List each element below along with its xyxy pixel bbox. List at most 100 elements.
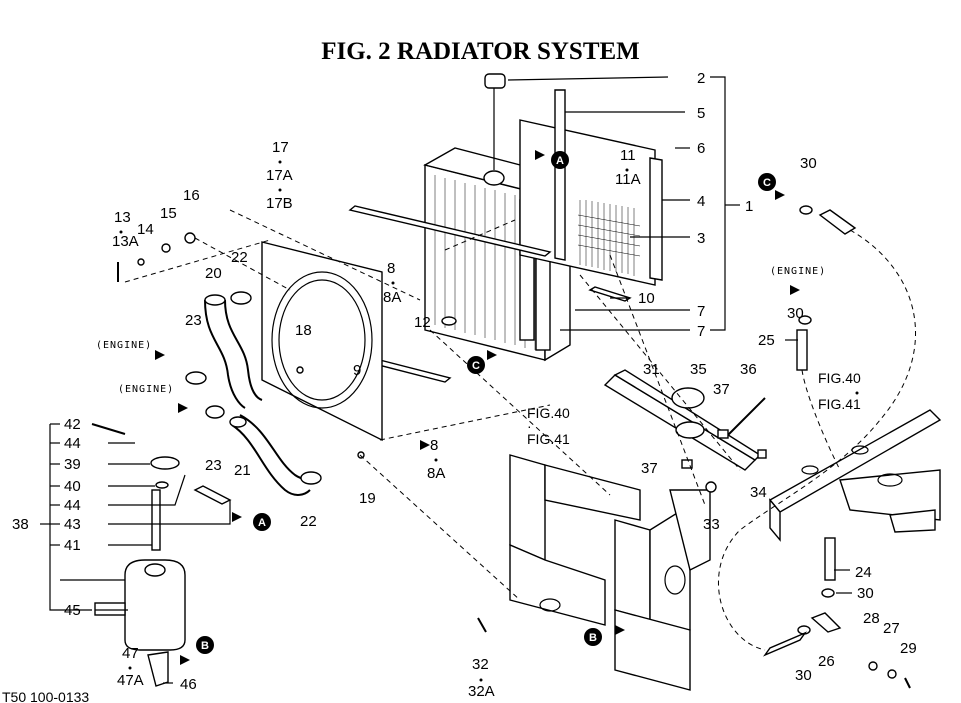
fig-ref-41-center: FIG.41 xyxy=(527,431,570,447)
callout-3: 3 xyxy=(697,230,705,247)
hose-clamps xyxy=(185,205,835,635)
callout-37-bottom: 37 xyxy=(641,460,658,477)
upper-hose xyxy=(204,294,263,409)
figure-title: FIG. 2 RADIATOR SYSTEM xyxy=(321,38,640,65)
radiator-cap xyxy=(483,73,506,186)
callout-8a-top: 8A xyxy=(383,289,401,306)
callout-42: 42 xyxy=(64,416,81,433)
overflow-hoses xyxy=(718,209,916,689)
callout-30-top: 30 xyxy=(800,155,817,172)
engine-label-right: (ENGINE) xyxy=(770,266,826,277)
fig-ref-40-right: FIG.40 xyxy=(818,370,861,386)
callout-27: 27 xyxy=(883,620,900,637)
callout-47: 47 xyxy=(122,645,139,662)
svg-text:A: A xyxy=(556,155,564,167)
callout-13a: 13A xyxy=(112,233,139,250)
callout-37-top: 37 xyxy=(713,381,730,398)
callout-20: 20 xyxy=(205,265,222,282)
callout-17b: 17B xyxy=(266,195,293,212)
callout-41: 41 xyxy=(64,537,81,554)
connector-a-lower: A xyxy=(232,512,271,531)
callout-13: 13 xyxy=(114,209,131,226)
callout-46: 46 xyxy=(180,676,197,693)
small-hardware xyxy=(357,316,767,633)
callout-labels: 2 5 11 11A 6 4 1 3 10 7 7 30 30 25 17 17… xyxy=(12,70,917,700)
callout-18: 18 xyxy=(295,322,312,339)
callout-19: 19 xyxy=(359,490,376,507)
callout-44-top: 44 xyxy=(64,435,81,452)
callout-8-bottom: 8 xyxy=(430,437,438,454)
engine-label-upper: (ENGINE) xyxy=(96,340,152,351)
callout-9: 9 xyxy=(353,362,361,379)
callout-38: 38 xyxy=(12,516,29,533)
svg-text:B: B xyxy=(201,640,209,652)
callout-11a: 11A xyxy=(615,171,641,188)
callout-2: 2 xyxy=(697,70,705,87)
callout-21: 21 xyxy=(234,462,251,479)
callout-5: 5 xyxy=(697,105,705,122)
callout-22-top: 22 xyxy=(231,249,248,266)
callout-47a: 47A xyxy=(117,672,144,689)
svg-text:B: B xyxy=(589,632,597,644)
callout-22-bottom: 22 xyxy=(300,513,317,530)
callout-4: 4 xyxy=(697,193,705,210)
connector-a-upper: A xyxy=(535,150,569,169)
callout-31: 31 xyxy=(643,361,660,378)
callout-44-bottom: 44 xyxy=(64,497,81,514)
callout-23-top: 23 xyxy=(185,312,202,329)
callout-8a-bottom: 8A xyxy=(427,465,445,482)
lower-hose xyxy=(229,414,316,496)
callout-28: 28 xyxy=(863,610,880,627)
connector-markers: A A B B C xyxy=(155,150,800,665)
callout-17: 17 xyxy=(272,139,289,156)
callout-7b: 7 xyxy=(697,323,705,340)
callout-30-engine: 30 xyxy=(787,305,804,322)
callout-30-bottom: 30 xyxy=(795,667,812,684)
callout-39: 39 xyxy=(64,456,81,473)
fig-ref-40-center: FIG.40 xyxy=(527,405,570,421)
connector-b-tank: B xyxy=(180,636,214,665)
fig-ref-41-right: FIG.41 xyxy=(818,396,861,412)
fan-shroud xyxy=(261,241,383,442)
support-frame xyxy=(509,454,711,691)
assembly-lines xyxy=(124,209,741,601)
callout-26: 26 xyxy=(818,653,835,670)
callout-8-top: 8 xyxy=(387,260,395,277)
callout-24: 24 xyxy=(855,564,872,581)
engine-label-lower: (ENGINE) xyxy=(118,384,174,395)
svg-text:A: A xyxy=(258,517,266,529)
callout-11: 11 xyxy=(620,147,636,164)
upper-bracket xyxy=(603,369,766,471)
callout-34: 34 xyxy=(750,484,767,501)
callout-10: 10 xyxy=(638,290,655,307)
callout-45: 45 xyxy=(64,602,81,619)
footer-code: T50 100-0133 xyxy=(2,689,89,703)
callout-43: 43 xyxy=(64,516,81,533)
callout-separator-dots xyxy=(119,160,859,682)
callout-30-lower: 30 xyxy=(857,585,874,602)
callout-1: 1 xyxy=(745,198,753,215)
callout-32a: 32A xyxy=(468,683,495,700)
callout-14: 14 xyxy=(137,221,154,238)
chassis-frame xyxy=(768,409,942,542)
callout-40: 40 xyxy=(64,478,81,495)
callout-35: 35 xyxy=(690,361,707,378)
callout-36: 36 xyxy=(740,361,757,378)
connector-c-hose: C xyxy=(758,173,785,200)
callout-32: 32 xyxy=(472,656,489,673)
connector-c-radiator: C xyxy=(467,350,497,374)
callout-6: 6 xyxy=(697,140,705,157)
callout-16: 16 xyxy=(183,187,200,204)
fig-ref-dot-center: · xyxy=(527,418,532,434)
callout-33: 33 xyxy=(703,516,720,533)
callout-17a: 17A xyxy=(266,167,293,184)
connector-b-frame: B xyxy=(584,625,625,646)
callout-25: 25 xyxy=(758,332,775,349)
svg-text:C: C xyxy=(472,360,480,372)
leader-lines xyxy=(40,76,852,684)
callout-12: 12 xyxy=(414,314,431,331)
callout-29: 29 xyxy=(900,640,917,657)
callout-15: 15 xyxy=(160,205,177,222)
